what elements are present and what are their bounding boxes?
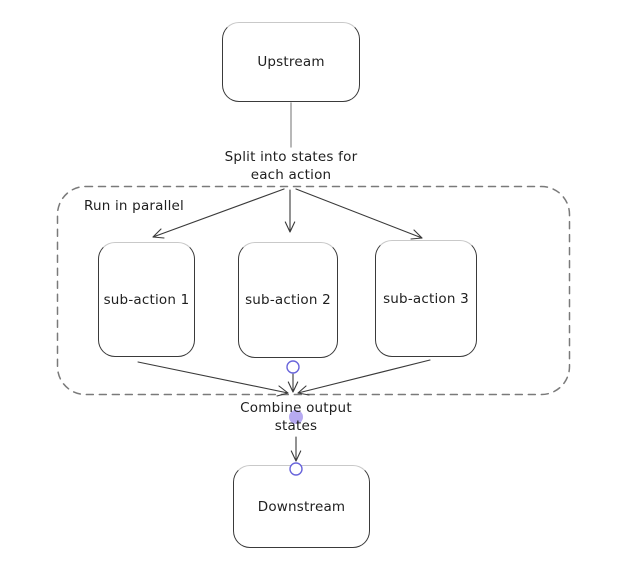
node-sub-action-2-label: sub-action 2 [245,292,331,308]
node-upstream: Upstream [222,22,360,102]
node-sub-action-2: sub-action 2 [238,242,338,358]
arrow-split-to-sub2 [284,189,296,233]
node-sub-action-3-label: sub-action 3 [383,290,469,307]
endpoint-circle-sub2 [286,360,300,374]
label-combine-line2: states [274,418,318,434]
label-combine-output-states: Combine output states [211,399,381,435]
arrow-sub3-to-combine [297,359,431,396]
node-sub-action-1: sub-action 1 [98,242,195,357]
label-split-line2: each action [250,167,332,183]
node-sub-action-3: sub-action 3 [375,240,477,357]
label-split-line1: Split into states for [224,149,358,165]
label-run-in-parallel: Run in parallel [84,198,184,214]
node-downstream-label: Downstream [257,498,346,515]
arrow-sub1-to-combine [137,361,289,397]
node-downstream: Downstream [233,465,370,548]
label-split-into-states: Split into states for each action [206,148,376,184]
label-combine-line1: Combine output [240,400,352,416]
node-upstream-label: Upstream [257,54,325,70]
node-sub-action-1-label: sub-action 1 [103,291,190,308]
arrow-combine-to-downstream [290,436,302,462]
arrow-split-to-sub3 [295,188,423,240]
arrow-sub2-to-combine [287,373,299,393]
